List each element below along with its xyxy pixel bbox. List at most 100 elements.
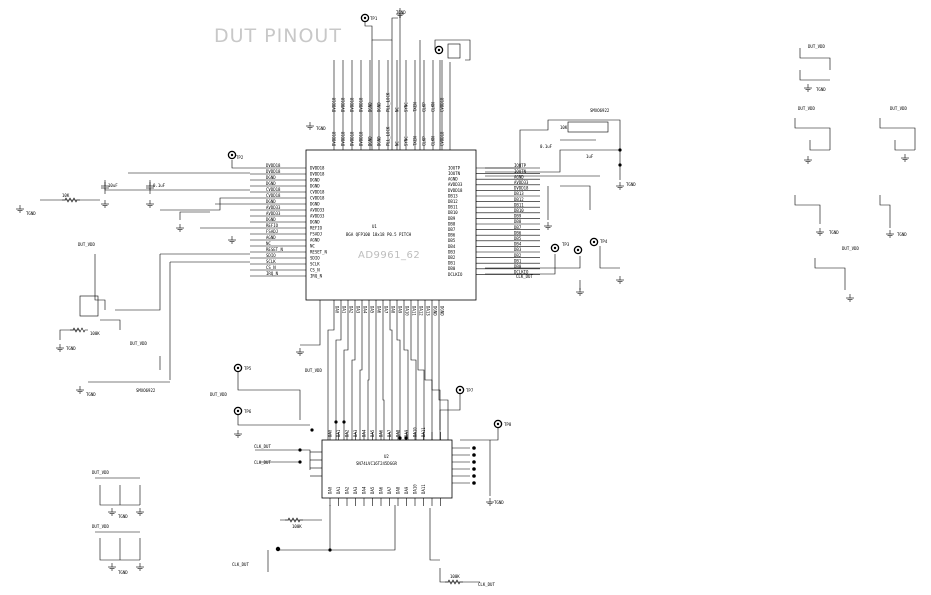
pin-net-label: DB6 [514, 230, 522, 235]
junction-dot [275, 546, 281, 552]
ground-icon [15, 204, 25, 213]
bus-wire [343, 318, 349, 440]
bus-wire [424, 318, 433, 440]
pin-net-label: CLKP [422, 102, 427, 112]
pin-name-label: DGND [368, 136, 373, 146]
test-point-icon[interactable] [573, 245, 583, 255]
pin-name-label: DB4 [448, 244, 456, 249]
test-point-icon[interactable] [434, 45, 444, 55]
power-label: DUT_VDD [305, 368, 322, 373]
res-value: 100K [450, 574, 460, 579]
power-label: DUT_VDD [210, 392, 227, 397]
junction-dot [472, 467, 476, 471]
power-label: DUT_VDD [92, 524, 109, 529]
bus-wire [389, 318, 393, 440]
pin-net-label: DGND [266, 217, 276, 222]
res-value: 10K [560, 125, 568, 130]
pin-net-label: DB7 [514, 225, 522, 230]
pin-name-label: DA2 [345, 486, 350, 494]
pin-name-label: DA7 [384, 306, 389, 314]
bus-wire [396, 318, 401, 440]
junction-dot [298, 448, 302, 452]
gnd-label: TGND [26, 211, 36, 216]
power-label: DUT_VDD [798, 106, 815, 111]
pin-name-label: DVDD18 [359, 131, 364, 146]
pin-name-label: DA10 [413, 427, 418, 437]
junction-dot [404, 436, 408, 440]
ground-icon [100, 199, 110, 208]
pin-name-label: DB1 [448, 261, 456, 266]
pin-name-label: NC [395, 141, 400, 146]
pin-name-label: DGND [310, 183, 320, 188]
pin-name-label: DVDD18 [448, 188, 463, 193]
ground-icon [107, 507, 117, 516]
main-ic-refdes: U1 [372, 224, 377, 229]
tp-label: TP1 [370, 16, 378, 21]
pin-name-label: DA11 [421, 484, 426, 494]
pin-name-label: DVDD18 [310, 171, 325, 176]
pin-name-label: PLL_LOCK [386, 126, 391, 146]
pin-net-label: DGND [266, 199, 276, 204]
pin-net-label: CVDD18 [440, 97, 445, 112]
pin-name-label: IRQ_N [310, 273, 323, 278]
junction-dot [298, 460, 302, 464]
test-point-icon[interactable] [589, 237, 599, 247]
power-label: DUT_VDD [92, 470, 109, 475]
gnd-label: TGND [626, 182, 636, 187]
ground-icon [575, 287, 585, 296]
junction-dot [472, 453, 476, 457]
pin-name-label: DA6 [377, 306, 382, 314]
test-point-icon[interactable] [493, 419, 503, 429]
pin-name-label: DA11 [421, 427, 426, 437]
pin-name-label: DGND [310, 177, 320, 182]
gnd-label: TGND [829, 230, 839, 235]
pin-name-label: DCLKIO [448, 272, 463, 277]
pin-name-label: DA9 [398, 306, 403, 314]
pin-net-label: DB12 [514, 197, 524, 202]
ground-icon [227, 235, 237, 244]
pin-net-label: AVDD33 [266, 211, 281, 216]
pin-name-label: DA1 [342, 306, 347, 314]
test-point-icon[interactable] [227, 150, 237, 160]
pin-name-label: SYNC [404, 136, 409, 146]
pin-name-label: DB7 [448, 227, 456, 232]
pin-net-label: DCLKIO [514, 270, 529, 275]
buffer-ic-subtitle: SN74LVC16T245DGGR [356, 461, 398, 466]
pin-name-label: DVDD18 [332, 131, 337, 146]
gnd-label: TGND [86, 392, 96, 397]
gnd-label: TGND [66, 346, 76, 351]
junction-dot [472, 460, 476, 464]
pin-net-label: DVDD18 [350, 97, 355, 112]
test-point-icon[interactable] [233, 406, 243, 416]
pin-name-label: DB0 [448, 266, 456, 271]
pin-net-label: CLKN [431, 102, 436, 112]
pin-net-label: DB3 [514, 247, 522, 252]
pin-name-label: DA10 [405, 306, 410, 316]
pin-name-label: TXEN [413, 136, 418, 146]
pin-name-label: DA12 [419, 306, 424, 316]
pin-name-label: DGND [310, 219, 320, 224]
pin-net-label: NC [266, 241, 271, 246]
ground-icon [175, 223, 185, 232]
ground-icon [295, 347, 305, 356]
test-point-icon[interactable] [550, 243, 560, 253]
pin-name-label: DA3 [353, 486, 358, 494]
pin-net-label: IRQ_N [266, 271, 279, 276]
tp-label: TP6 [244, 409, 252, 414]
test-point-icon[interactable] [455, 385, 465, 395]
pin-name-label: DA9 [404, 429, 409, 437]
pin-name-label: DA9 [404, 486, 409, 494]
pin-name-label: AVDD33 [310, 207, 325, 212]
test-point-icon[interactable] [233, 363, 243, 373]
pin-net-label: DVDD18 [514, 186, 529, 191]
bus-wire [403, 318, 409, 440]
pin-net-label: CVDD18 [266, 187, 281, 192]
ground-icon [845, 293, 855, 302]
clock-label: CLK_DUT [254, 444, 271, 449]
pin-name-label: DA4 [363, 306, 368, 314]
ground-icon [485, 497, 495, 506]
test-point-icon[interactable] [360, 13, 370, 23]
pin-name-label: FSADJ [310, 231, 322, 236]
pin-name-label: DB5 [448, 238, 456, 243]
